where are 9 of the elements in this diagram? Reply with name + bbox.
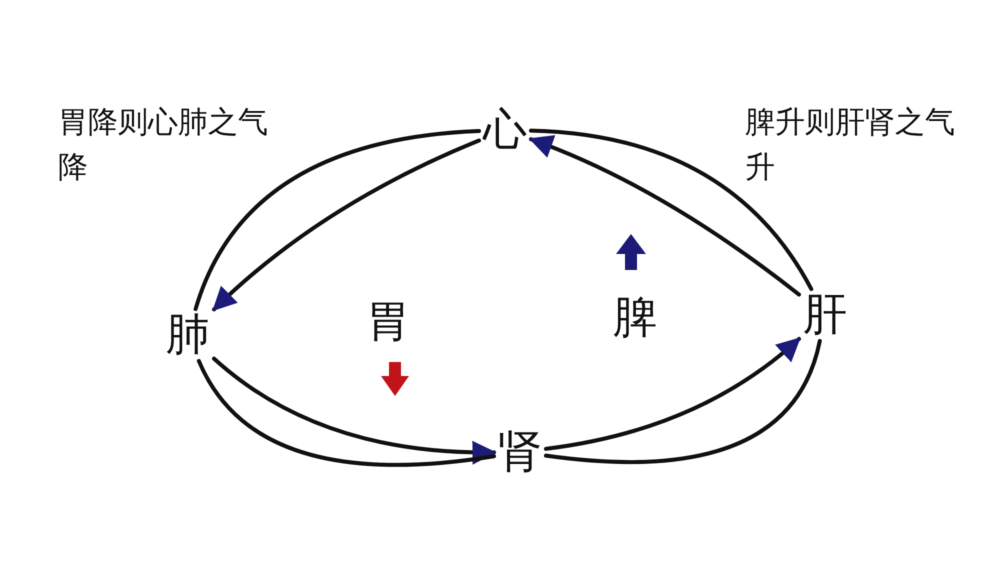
organ-label: 肝 [799,289,851,341]
organ-label: 肾 [494,426,546,478]
organ-label: 心 [479,104,531,156]
arrow [544,336,801,451]
note-text: 脾升则肝肾之气升 [745,104,956,187]
organ-label: 胃 [362,296,414,348]
note-text: 胃降则心肺之气降 [58,104,269,187]
organ-label: 脾 [609,292,661,344]
organ-label: 肺 [162,309,214,361]
